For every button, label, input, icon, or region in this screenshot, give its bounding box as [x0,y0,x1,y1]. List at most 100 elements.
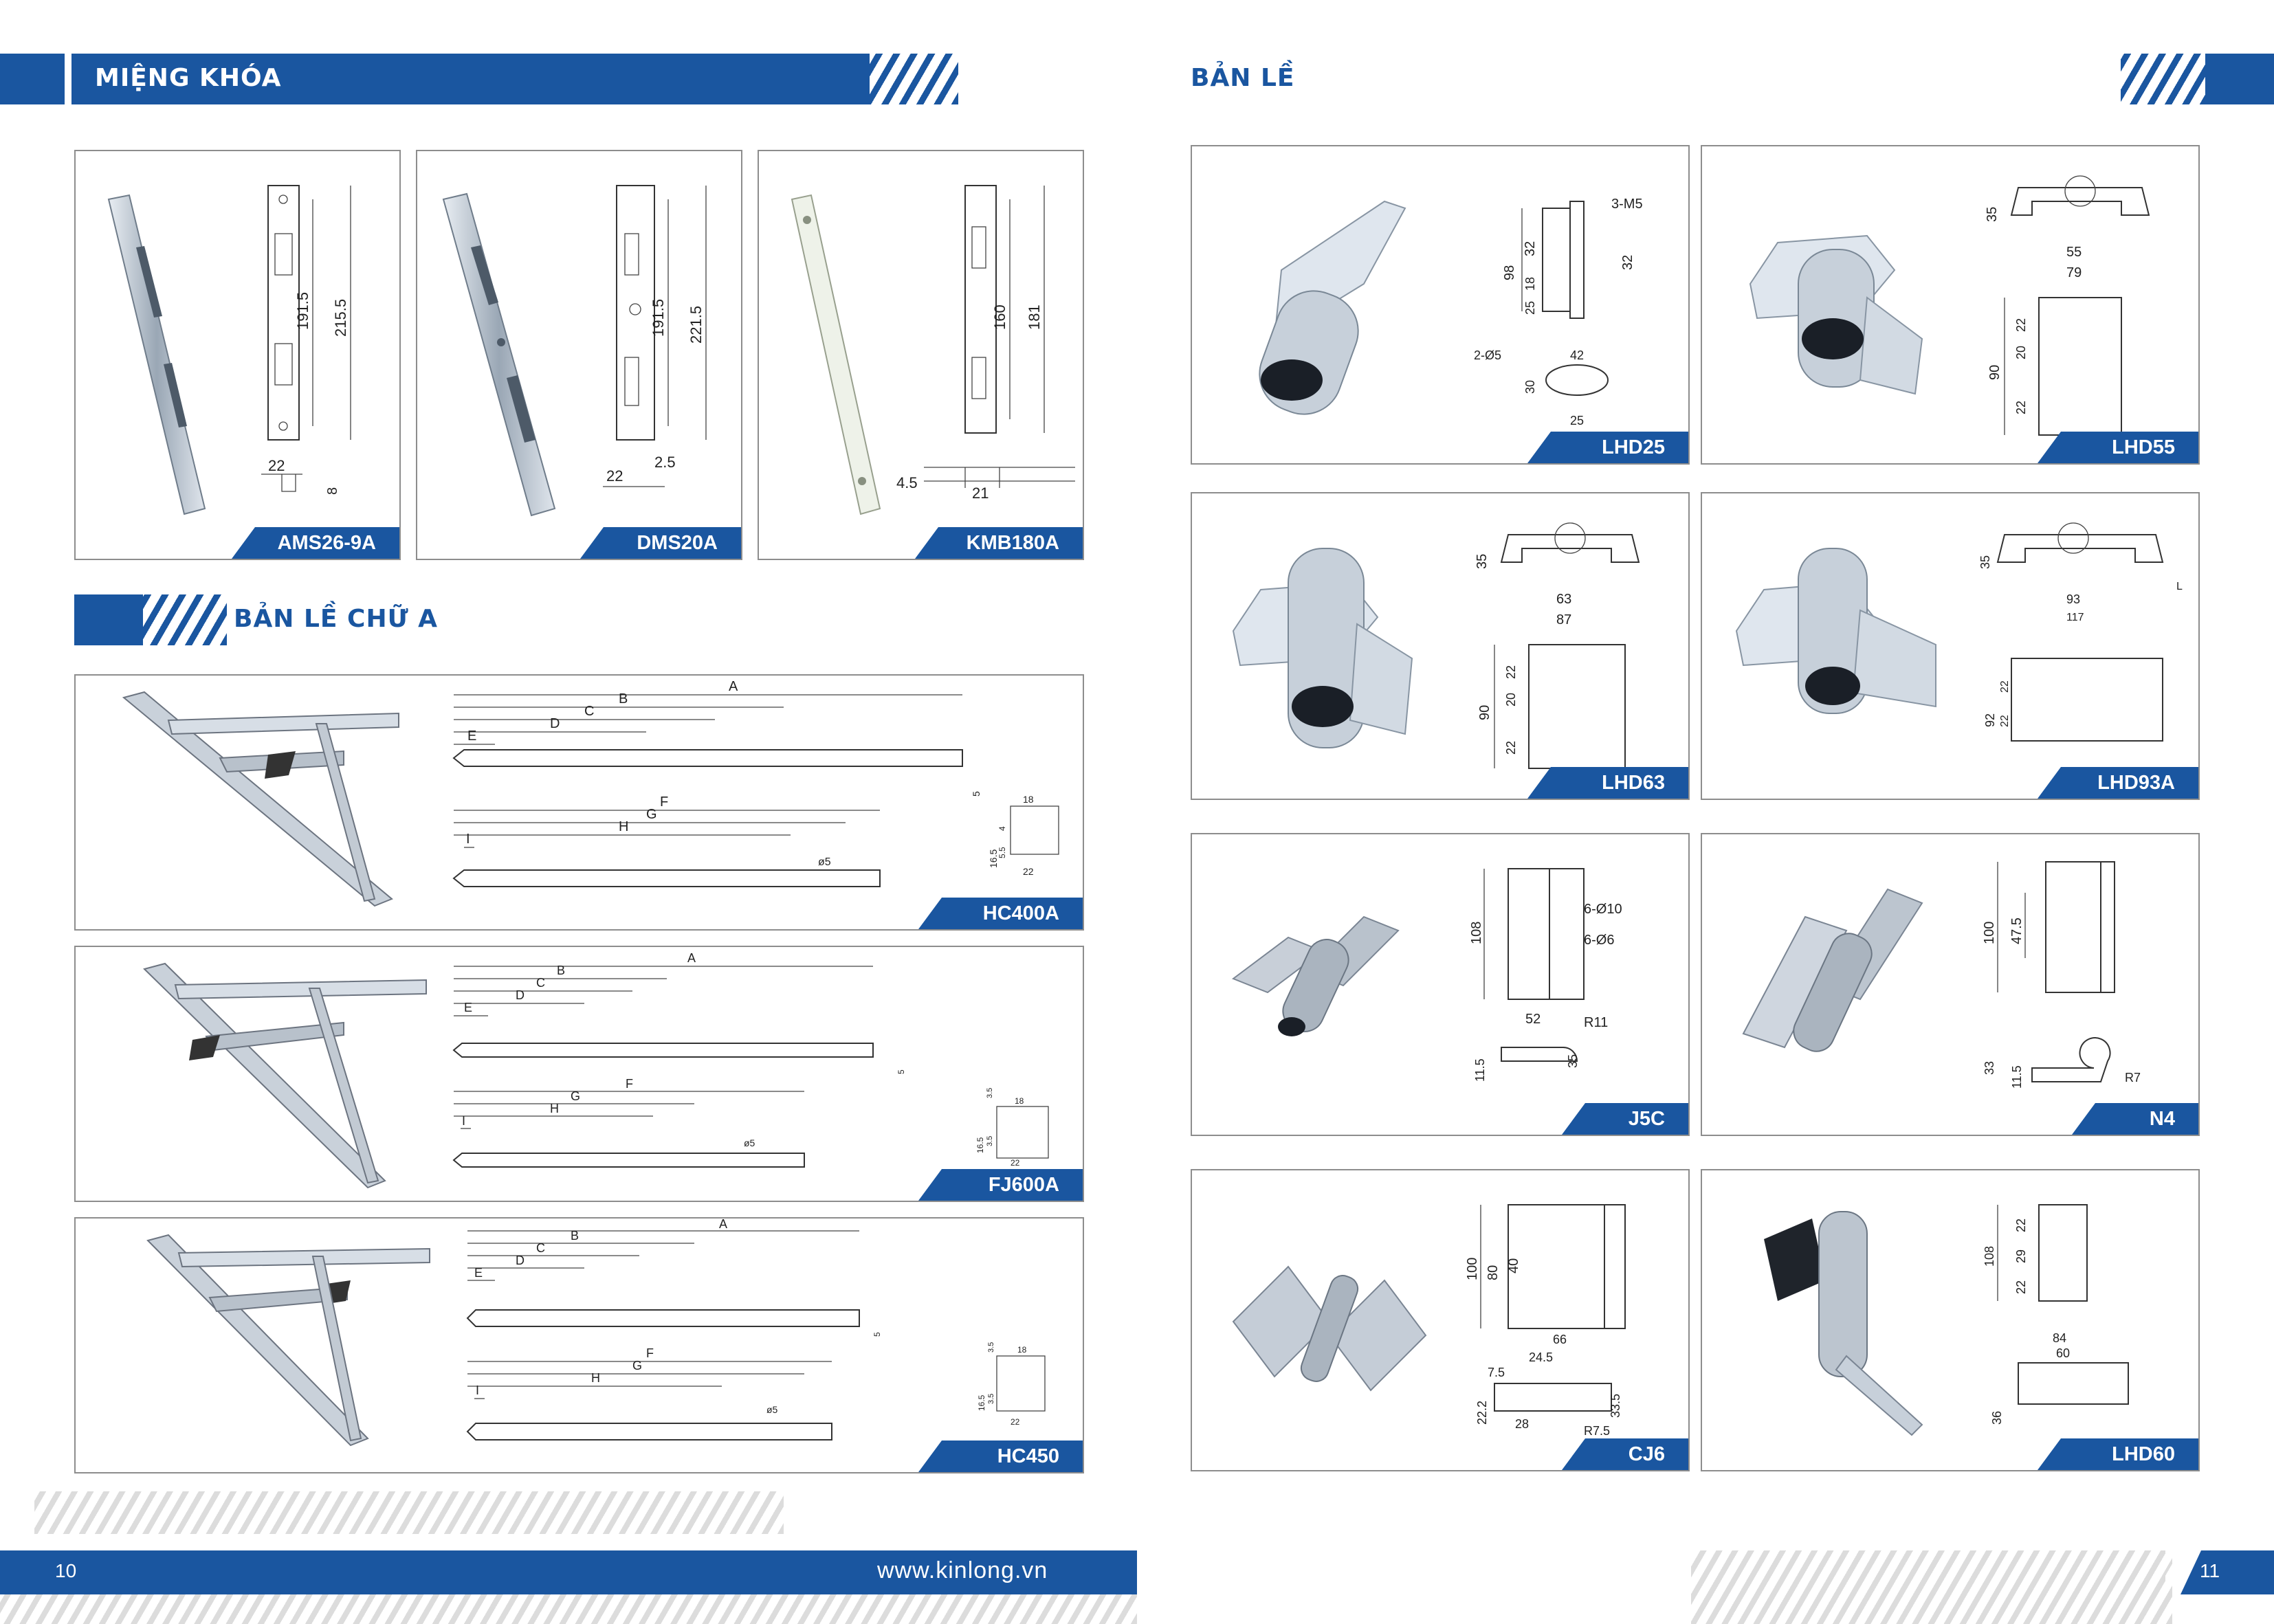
model-tag: HC450 [918,1441,1083,1472]
svg-text:5.5: 5.5 [997,847,1007,858]
hinge-illustration [1764,1211,1923,1436]
svg-text:22: 22 [1011,1158,1020,1168]
svg-text:30: 30 [1523,380,1537,394]
svg-text:E: E [464,1001,472,1014]
svg-text:22: 22 [2014,1219,2028,1232]
svg-text:47.5: 47.5 [2009,917,2024,944]
model-tag: AMS26-9A [232,527,399,559]
svg-text:108: 108 [1469,922,1484,944]
svg-text:66: 66 [1553,1333,1567,1346]
svg-text:ø5: ø5 [744,1137,755,1148]
svg-text:90: 90 [1987,365,2002,380]
product-card-lhd25[interactable]: 3-M5 32 32 98 18 25 2-Ø5 42 30 25 LHD25 [1191,145,1690,465]
svg-text:ø5: ø5 [766,1404,778,1415]
right-footer-bar [2181,1550,2274,1594]
svg-text:32: 32 [1523,241,1538,256]
svg-text:52: 52 [1525,1012,1541,1027]
product-card-dms20a[interactable]: 191.5 221.5 22 2.5 DMS20A [416,150,742,560]
svg-text:16.5: 16.5 [975,1137,985,1153]
product-card-j5c[interactable]: 108 6-Ø10 6-Ø6 52 R11 11.5 35 J5C [1191,833,1690,1136]
product-card-lhd63[interactable]: 35 63 87 90 22 20 22 LHD63 [1191,492,1690,800]
svg-text:90: 90 [1477,705,1492,720]
footer-stripes-decoration [34,1491,784,1534]
lock-strike-section-title: MIỆNG KHÓA [95,64,282,92]
svg-text:H: H [619,819,628,834]
product-card-hc450[interactable]: A B C D E 5 F G H I ø5 18 16.5 3.5 3.5 2… [74,1217,1084,1473]
hinge-dimension-drawing: 35 55 79 90 22 20 22 [1985,175,2150,436]
model-tag: LHD55 [2038,432,2198,463]
model-tag: N4 [2072,1103,2198,1135]
strike-dimension-drawing: 191.5 221.5 22 2.5 [603,185,707,487]
header-stripes-decoration [2121,54,2207,104]
svg-text:3.5: 3.5 [986,1088,994,1098]
header-gap [65,54,71,104]
svg-text:25: 25 [1523,301,1537,315]
svg-text:F: F [626,1077,633,1091]
svg-text:5: 5 [896,1069,906,1074]
svg-text:55: 55 [2066,245,2082,260]
svg-text:I: I [476,1383,479,1397]
product-card-hc400a[interactable]: A B C D E 5 F G H I ø5 18 16.5 4 5.5 22 … [74,674,1084,931]
svg-text:C: C [584,704,594,719]
svg-text:E: E [467,728,476,744]
hinge-dimension-drawing: 35 93 117 92 22 22 L [1978,522,2183,742]
svg-text:4: 4 [997,826,1007,831]
website-link[interactable]: www.kinlong.vn [877,1557,1048,1583]
svg-text:191.5: 191.5 [650,299,667,337]
svg-text:6-Ø6: 6-Ø6 [1584,933,1614,948]
svg-text:11.5: 11.5 [1473,1058,1487,1082]
strike-dimension-drawing: 191.5 215.5 22 8 [261,185,351,495]
page-number-right: 11 [2200,1560,2220,1581]
product-card-lhd60[interactable]: 108 22 29 22 84 60 36 LHD60 [1701,1169,2200,1471]
svg-text:25: 25 [1570,414,1584,427]
footer-stripes-decoration [0,1594,1137,1624]
svg-text:20: 20 [1504,693,1518,707]
svg-text:C: C [536,976,545,990]
svg-text:84: 84 [2053,1331,2066,1345]
product-card-lhd93a[interactable]: 35 93 117 92 22 22 L LHD93A [1701,492,2200,800]
svg-text:191.5: 191.5 [294,292,311,330]
svg-text:36: 36 [1990,1411,2004,1425]
svg-text:ø5: ø5 [818,856,831,868]
svg-text:80: 80 [1486,1265,1501,1280]
svg-text:22: 22 [1504,741,1518,755]
svg-text:92: 92 [1983,713,1997,727]
friction-stay-dimension-drawing: A B C D E 5 F G H I ø5 18 16.5 3.5 3.5 2… [466,1219,1046,1441]
svg-text:H: H [550,1102,559,1115]
strike-illustration [442,192,556,517]
page-number-left: 10 [55,1560,77,1581]
left-footer-bar [0,1550,1137,1594]
svg-text:L: L [2176,581,2183,592]
svg-text:60: 60 [2056,1346,2070,1360]
a-hinge-header-bar [74,594,143,645]
product-card-n4[interactable]: 100 47.5 33 11.5 R7 N4 [1701,833,2200,1136]
model-tag: J5C [1562,1103,1688,1135]
svg-text:221.5: 221.5 [687,306,705,344]
product-card-lhd55[interactable]: 35 55 79 90 22 20 22 LHD55 [1701,145,2200,465]
svg-text:H: H [591,1371,600,1385]
lock-strike-header-bar [0,54,870,104]
svg-text:160: 160 [991,304,1008,330]
svg-text:35: 35 [1475,554,1490,569]
product-card-kmb180a[interactable]: 160 181 4.5 21 KMB180A [758,150,1084,560]
svg-text:22: 22 [606,467,623,485]
svg-text:18: 18 [1015,1096,1024,1106]
product-card-ams26-9a[interactable]: 191.5 215.5 22 8 AMS26-9A [74,150,401,560]
product-card-cj6[interactable]: 100 80 40 66 24.5 7.5 22.2 28 33.5 R7.5 … [1191,1169,1690,1471]
svg-text:G: G [632,1359,642,1372]
svg-text:E: E [474,1266,483,1280]
svg-text:R11: R11 [1584,1015,1608,1030]
product-card-fj600a[interactable]: A B C D E 5 F G H I ø5 18 16.5 3.5 3.5 2… [74,946,1084,1202]
model-tag: FJ600A [918,1169,1083,1201]
svg-text:98: 98 [1502,265,1517,280]
model-tag: CJ6 [1562,1438,1688,1470]
svg-text:B: B [571,1229,579,1243]
model-tag: LHD93A [2038,767,2198,799]
hinge-dimension-drawing: 35 63 87 90 22 20 22 [1475,522,1640,769]
svg-text:A: A [687,951,696,965]
svg-text:22: 22 [1999,680,2011,693]
svg-text:21: 21 [972,485,989,502]
svg-text:5: 5 [971,791,982,797]
a-hinge-section-title: BẢN LỀ CHỮ A [234,605,439,633]
footer-stripes-decoration [2165,1550,2179,1594]
